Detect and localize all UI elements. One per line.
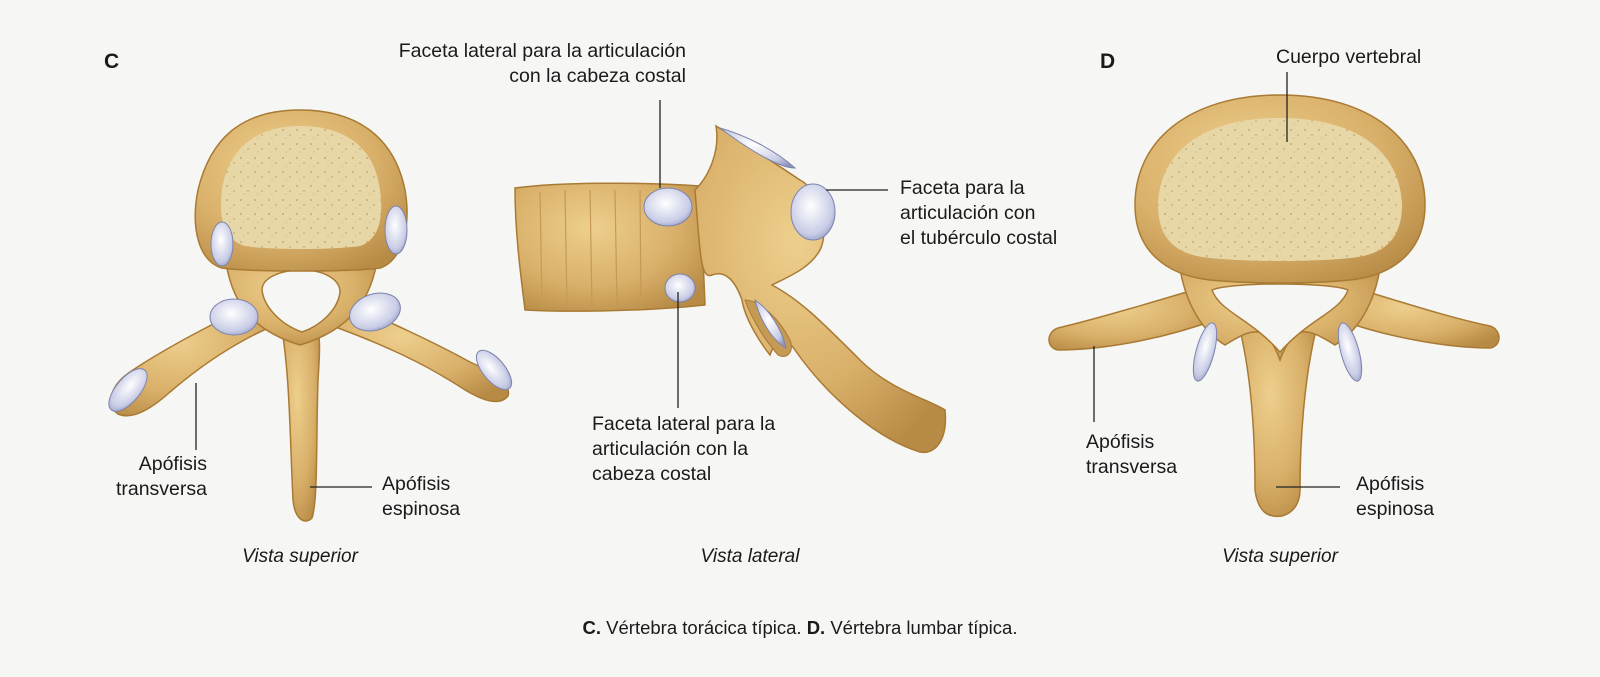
panel-label-d: D	[1100, 50, 1116, 73]
c-vertebral-foramen	[261, 269, 341, 333]
lateral-inferior-articular-facet	[754, 298, 787, 349]
label-d-transverse-process: Apófisis transversa	[1086, 431, 1178, 478]
c-transverse-facet-left	[108, 368, 148, 412]
thoracic-vertebra-superior	[108, 109, 513, 522]
lateral-superior-articular-facet	[719, 127, 797, 169]
label-c-transverse-process: Apófisis transversa	[115, 453, 207, 500]
panel-label-c: C	[104, 50, 120, 73]
label-c-spinous-process: Apófisis espinosa	[382, 473, 461, 520]
lateral-arch	[694, 124, 947, 454]
d-vertebral-foramen	[1211, 283, 1349, 354]
c-transverse-facet-right	[475, 349, 513, 391]
c-costal-facet-left	[210, 221, 234, 267]
view-label-lateral: Vista lateral	[700, 546, 800, 567]
d-left-transverse-process	[1048, 284, 1216, 351]
leader-lines	[195, 72, 1340, 488]
label-d-vertebral-body: Cuerpo vertebral	[1276, 46, 1422, 68]
label-d-spinous-process: Apófisis espinosa	[1356, 473, 1435, 520]
label-lateral-facet-bottom: Faceta lateral para la articulación con …	[592, 413, 776, 485]
thoracic-vertebra-lateral	[514, 124, 947, 454]
d-body-cancellous	[1158, 118, 1402, 261]
view-label-d: Vista superior	[1222, 546, 1338, 567]
view-label-c: Vista superior	[242, 546, 358, 567]
d-articular-facet-left	[1192, 322, 1218, 382]
lateral-inferior-costal-facet	[664, 273, 696, 303]
label-tubercle-facet: Faceta para la articulación con el tubér…	[900, 177, 1058, 249]
c-spinous-process	[281, 329, 321, 522]
d-right-transverse-process	[1339, 284, 1500, 349]
lumbar-vertebra-superior	[1048, 94, 1500, 518]
c-articular-facet-left	[209, 298, 259, 336]
figure-caption: C. Vértebra torácica típica. D. Vértebra…	[582, 617, 1018, 638]
lateral-tubercle-facet	[790, 183, 836, 241]
c-articular-facet-right	[349, 292, 401, 332]
d-articular-facet-right	[1337, 322, 1363, 382]
lateral-superior-costal-facet	[643, 187, 693, 227]
c-costal-facet-right	[384, 205, 408, 255]
c-body-cancellous	[220, 126, 382, 249]
d-spinous-process	[1239, 329, 1317, 518]
label-lateral-facet-top: Faceta lateral para la articulación con …	[398, 40, 686, 87]
